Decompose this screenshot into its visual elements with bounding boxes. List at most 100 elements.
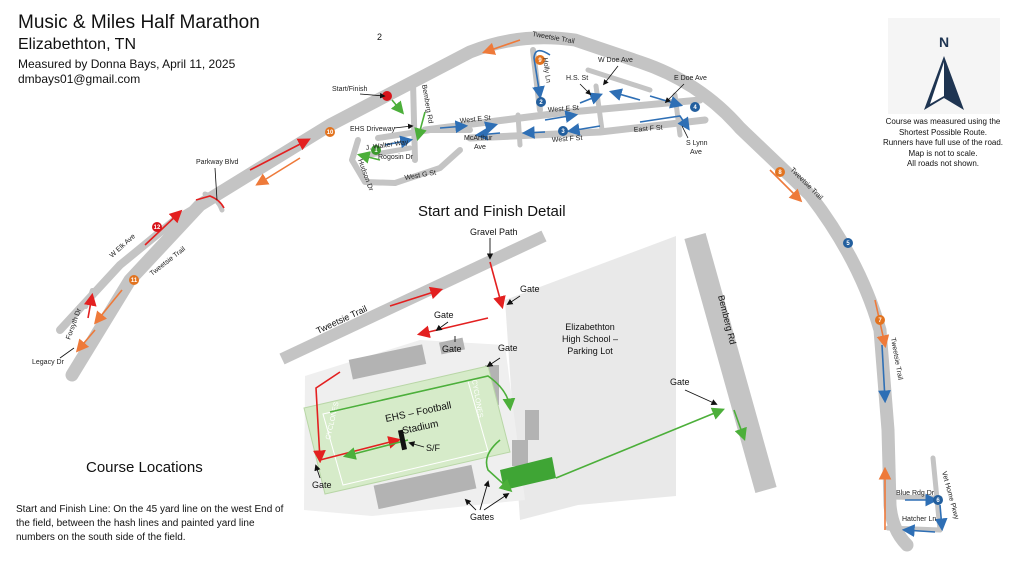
- mile-marker-2: 2: [536, 97, 546, 107]
- label-s-lynn-ave-2: Ave: [690, 149, 702, 156]
- label-mcarthur-ave: McArthur: [464, 135, 493, 142]
- start-finish-detail: CYCLONES CYCLONES Gravel Path Tweetsie T…: [279, 227, 777, 522]
- parkway-blvd-road: [202, 191, 225, 213]
- mile-marker-4: 4: [690, 102, 700, 112]
- green-area: [500, 457, 556, 490]
- label-gate: Gate: [670, 377, 690, 387]
- w-doe-ave-road: [585, 67, 653, 93]
- route-blue: [439, 120, 469, 134]
- label-parking-lot-2: High School –: [562, 334, 618, 344]
- svg-text:7: 7: [878, 318, 882, 324]
- west-e-st-road: [421, 96, 704, 134]
- label-west-e-st-east: West E St: [548, 105, 579, 114]
- detail-title: Start and Finish Detail: [418, 203, 566, 220]
- route-green: [555, 407, 725, 479]
- north-letter: N: [939, 34, 949, 50]
- route-blue: [474, 127, 501, 141]
- label-gate: Gate: [312, 480, 332, 490]
- svg-text:4: 4: [693, 105, 697, 111]
- svg-text:11: 11: [131, 278, 138, 284]
- route-blue: [544, 110, 579, 123]
- route-segments: [75, 39, 948, 538]
- route-blue: [579, 92, 603, 105]
- west-f-st-road: [466, 116, 709, 142]
- note-line: Runners have full use of the road.: [882, 138, 1004, 147]
- hatcher-ln-road: [885, 525, 943, 533]
- route-red: [313, 371, 341, 464]
- route-orange: [769, 169, 803, 203]
- course-locations-title: Course Locations: [86, 459, 203, 476]
- label-west-e-st: West E St: [459, 115, 491, 125]
- note-line: Course was measured using the: [885, 117, 1001, 126]
- svg-text:12: 12: [154, 225, 161, 231]
- route-red: [83, 292, 97, 319]
- start-finish-note: Start and Finish Line: On the 45 yard li…: [16, 504, 284, 543]
- label-gates: Gates: [470, 512, 495, 522]
- route-orange: [255, 157, 301, 186]
- mile-marker-8: 8: [775, 167, 785, 177]
- route-orange: [93, 289, 123, 325]
- label-west-f-st: West F St: [552, 135, 583, 144]
- label-holly-ln: Holly Ln: [541, 57, 551, 83]
- svg-text:9: 9: [538, 58, 542, 64]
- mile-marker-1: 1: [371, 145, 381, 155]
- route-blue: [532, 49, 551, 100]
- label-mcarthur-ave-2: Ave: [474, 144, 486, 151]
- west-g-st-road: [392, 147, 463, 186]
- route-blue: [901, 524, 936, 538]
- label-vet-home-pkwy: Vet Home Pkwy: [940, 471, 960, 521]
- route-red: [144, 209, 183, 246]
- mile-marker-7: 7: [875, 315, 885, 325]
- bemberg-rd-detail: [684, 233, 777, 493]
- mile-marker-6: 6: [933, 495, 943, 505]
- hudson-dr-road: [349, 137, 398, 186]
- label-hs-st: H.S. St: [566, 75, 588, 82]
- tweetsie-trail-detail: [279, 230, 547, 365]
- route-red: [195, 195, 225, 209]
- route-green: [733, 409, 747, 442]
- route-green: [390, 99, 405, 115]
- label-start-finish: Start/Finish: [332, 86, 368, 93]
- label-legacy-dr: Legacy Dr: [32, 359, 65, 366]
- route-blue: [608, 88, 641, 101]
- label-e-doe-ave: E Doe Ave: [674, 75, 707, 82]
- svg-text:8: 8: [778, 170, 782, 176]
- route-green: [356, 151, 381, 164]
- bemberg-rd-road: [410, 79, 418, 163]
- note-line: Map is not to scale.: [908, 148, 978, 158]
- mile-marker-3: 3: [558, 126, 568, 136]
- note-line: All roads not shown.: [906, 159, 980, 168]
- route-orange: [481, 39, 521, 55]
- route-blue: [521, 126, 546, 139]
- label-hatcher-ln: Hatcher Ln: [902, 516, 936, 523]
- parking-lot: [505, 236, 676, 520]
- start-finish-line: [397, 429, 408, 451]
- hs-st-road: [593, 83, 605, 133]
- mcarthur-ave-road: [515, 112, 523, 148]
- north-arrow-icon: N: [924, 34, 964, 110]
- label-west-g-st: West G St: [404, 170, 437, 182]
- svg-text:2: 2: [539, 100, 543, 106]
- svg-text:3: 3: [561, 129, 565, 135]
- route-blue: [384, 135, 414, 149]
- label-parkway-blvd: Parkway Blvd: [196, 159, 239, 166]
- page-number: 2: [377, 32, 383, 42]
- route-green: [342, 439, 409, 460]
- label-w-doe-ave: W Doe Ave: [598, 57, 633, 64]
- svg-text:5: 5: [846, 241, 850, 247]
- label-rogosin-dr: Rogosin Dr: [378, 154, 414, 161]
- route-red: [389, 286, 444, 307]
- contact-email[interactable]: dmbays01@gmail.com: [18, 72, 141, 86]
- svg-text:1: 1: [374, 148, 378, 154]
- route-blue: [878, 344, 891, 404]
- map-title: Music & Miles Half Marathon: [18, 12, 260, 33]
- note-line: Shortest Possible Route.: [898, 127, 988, 137]
- mile-marker-9: 9: [535, 55, 545, 65]
- label-gate: Gate: [520, 284, 540, 294]
- label-sf: S/F: [426, 443, 441, 453]
- measured-by: Measured by Donna Bays, April 11, 2025: [18, 57, 236, 71]
- route-blue: [639, 115, 690, 131]
- mile-marker-5: 5: [843, 238, 853, 248]
- tweetsie-trail-road: [65, 31, 914, 552]
- mile-marker-12: 12: [152, 222, 162, 232]
